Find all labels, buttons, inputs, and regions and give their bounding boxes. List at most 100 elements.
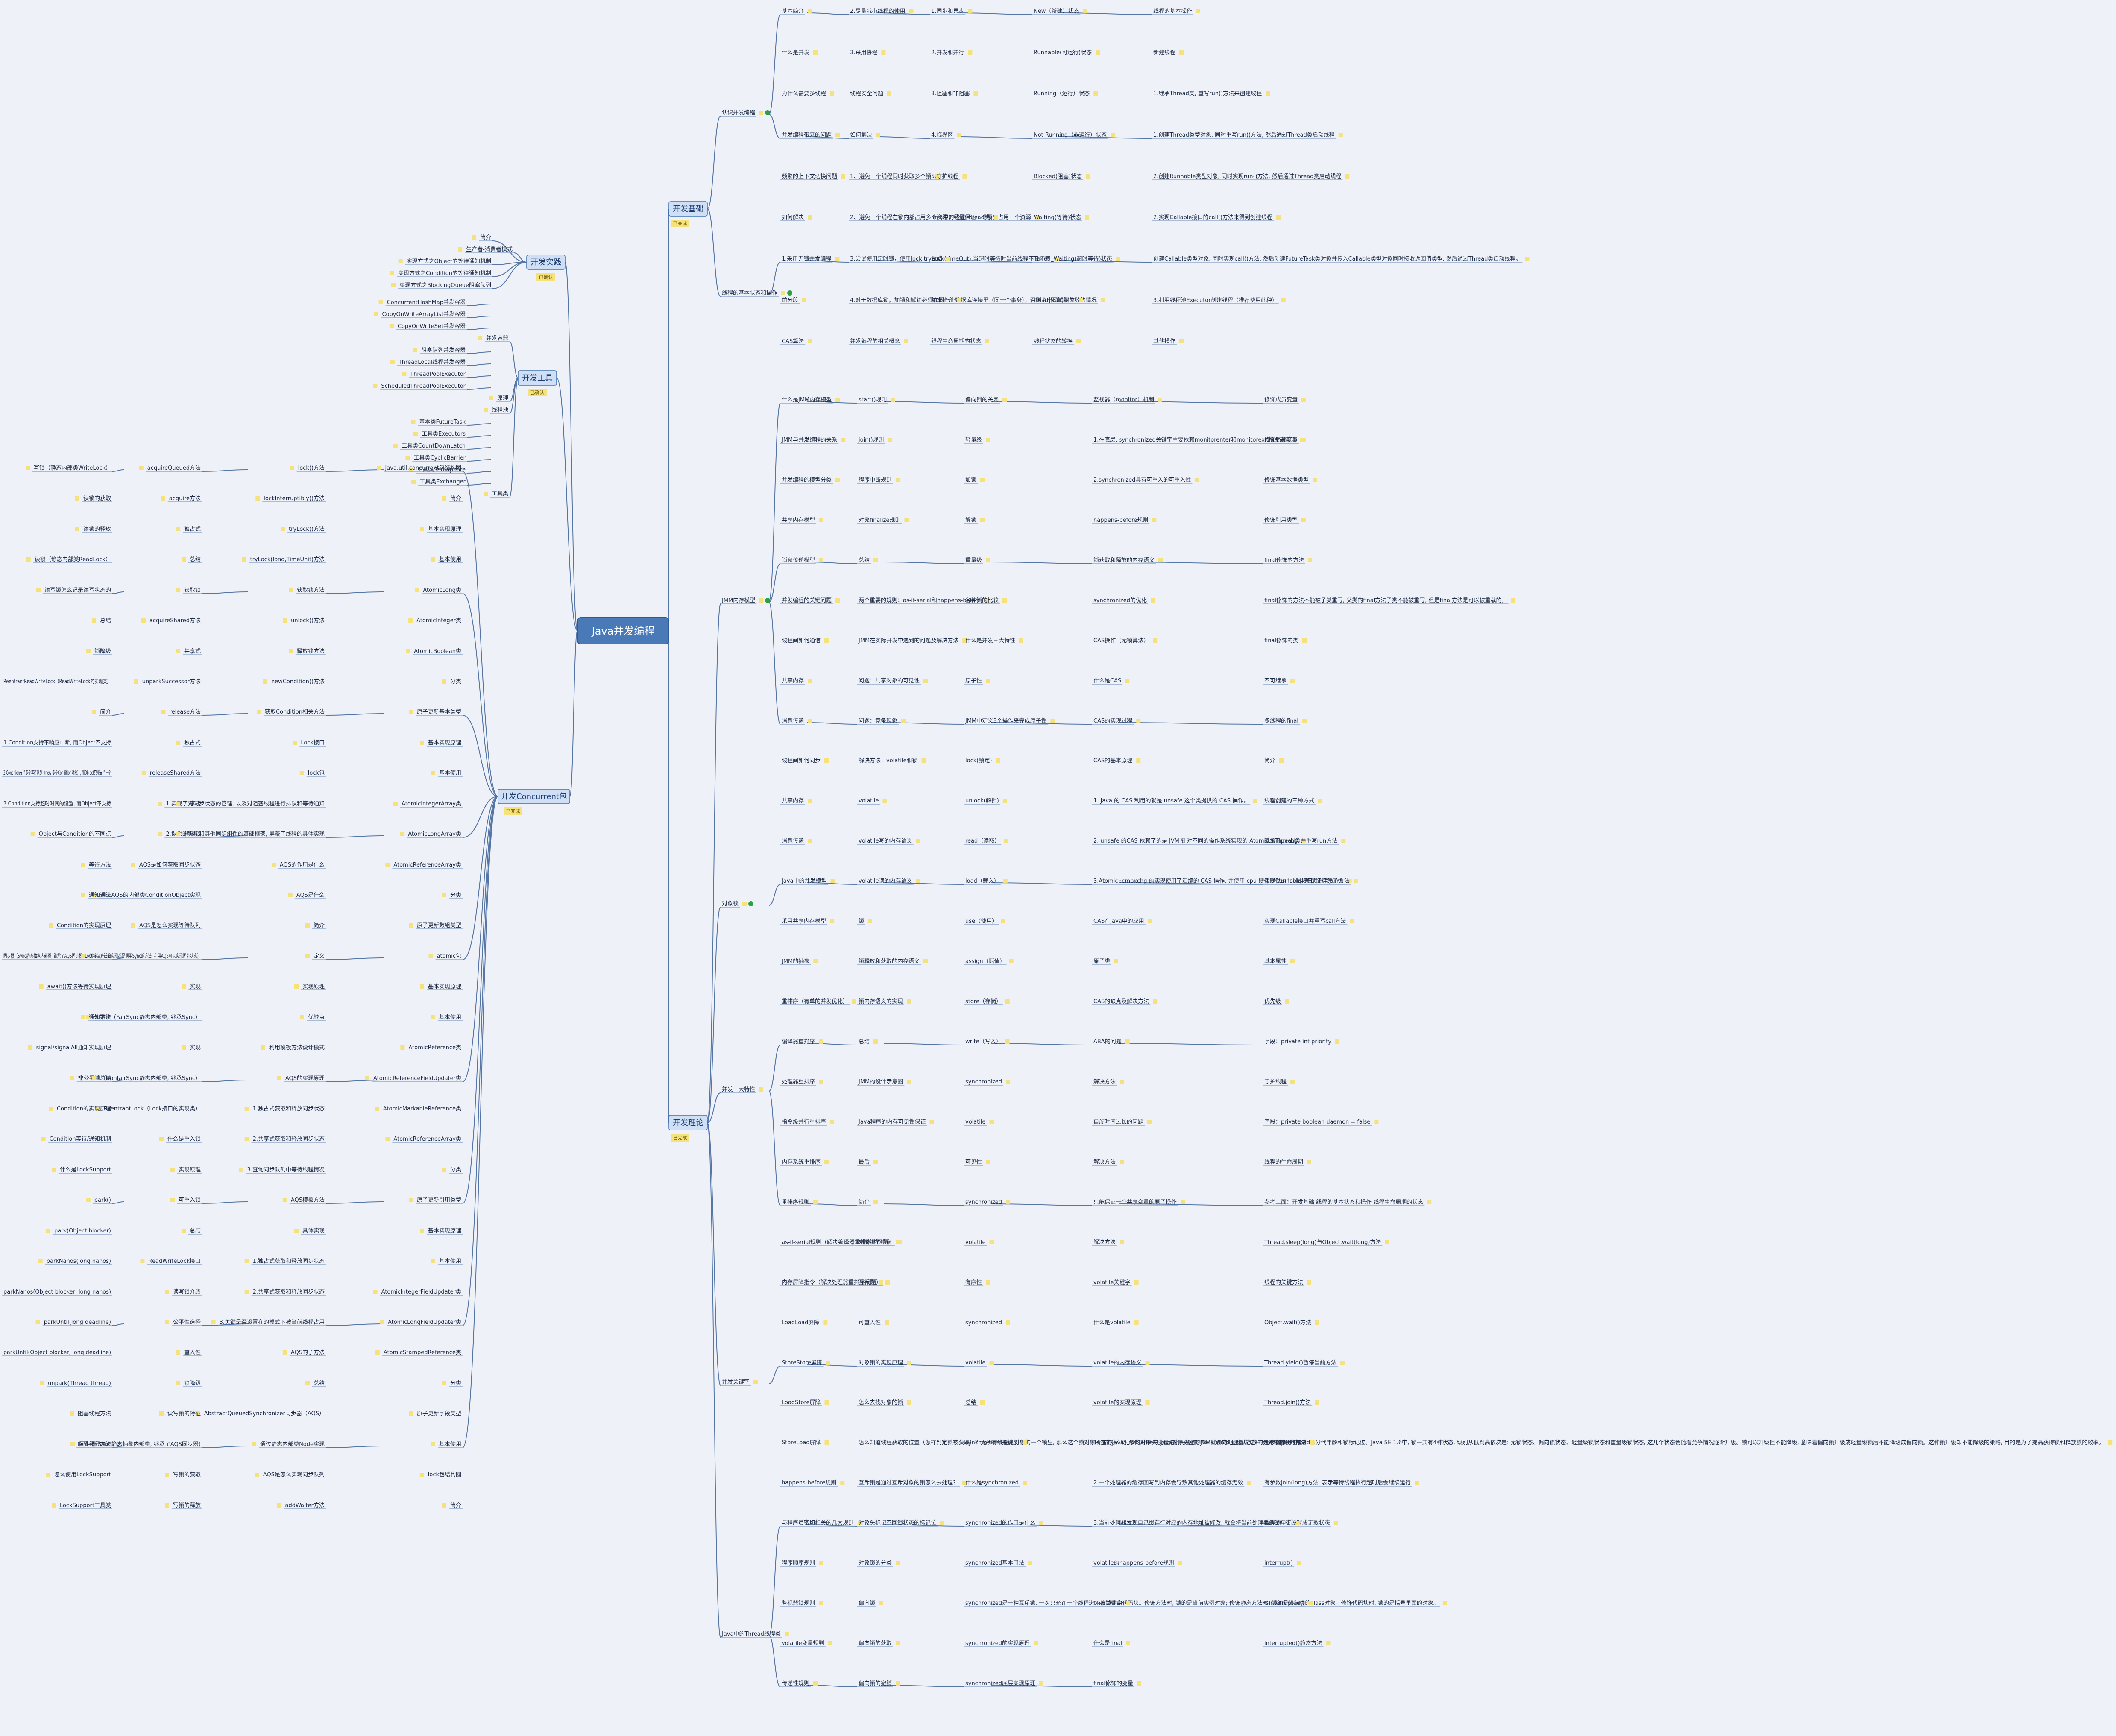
topic-node[interactable]: 加锁: [964, 477, 985, 484]
topic-node[interactable]: 共享式: [176, 800, 202, 808]
topic-node[interactable]: 对象锁的实现原理: [857, 1359, 911, 1367]
topic-node[interactable]: JMM内存模型: [721, 597, 771, 604]
topic-node[interactable]: JMM的抽象: [780, 958, 818, 965]
topic-node[interactable]: Java中的并发模型: [780, 878, 835, 885]
topic-node[interactable]: park(): [86, 1197, 112, 1204]
topic-node[interactable]: 实现方式之BlockingQueue阻塞队列: [391, 282, 492, 289]
topic-node[interactable]: signal/signalAll通知实现原理: [28, 1044, 112, 1051]
topic-node[interactable]: atomic包: [428, 953, 463, 960]
topic-node[interactable]: 怎么知道线程获取的位置（怎样判定锁被获取）？无所有线程从对象的一个锁里, 那么这…: [857, 1439, 2113, 1446]
topic-node[interactable]: 如何解决: [780, 214, 812, 221]
topic-node[interactable]: 参考上面：开发基础 线程的基本状态和操作 线程生命周期的状态: [1263, 1199, 1432, 1206]
topic-node[interactable]: 什么是LockSupport: [51, 1167, 112, 1174]
topic-node[interactable]: 对象finalize规则: [857, 517, 909, 524]
topic-node[interactable]: 程序顺序规则: [780, 1560, 824, 1567]
topic-node[interactable]: 基本实现原理: [419, 526, 463, 533]
topic-node[interactable]: AtomicReference类: [400, 1045, 463, 1051]
topic-node[interactable]: isInterrupted(): [1263, 1600, 1313, 1607]
topic-node[interactable]: 实现方式之Condition的等待通知机制: [390, 270, 492, 277]
topic-node[interactable]: Not Running（非运行）状态: [1032, 132, 1115, 139]
topic-node[interactable]: volatile的happens-before规则: [1092, 1560, 1182, 1567]
topic-node[interactable]: 什么是volatile: [1092, 1320, 1139, 1326]
topic-node[interactable]: 释放锁方法: [288, 648, 326, 655]
branch-concurrent[interactable]: 开发Concurrent包 已完成: [498, 789, 570, 815]
topic-node[interactable]: 认识并发编程: [721, 109, 771, 117]
topic-node[interactable]: 2.共享式获取和释放同步状态: [244, 1136, 326, 1143]
topic-node[interactable]: 原理: [489, 395, 510, 402]
topic-node[interactable]: 处理器重排序: [780, 1078, 824, 1086]
topic-node[interactable]: 重量级: [964, 557, 991, 564]
topic-node[interactable]: 修饰基本数据类型: [1263, 477, 1317, 484]
topic-node[interactable]: 消息传递: [780, 837, 812, 845]
topic-node[interactable]: 1.实现了对同步状态的管理, 以及对阻塞线程进行排队和等待通知: [158, 800, 326, 808]
topic-node[interactable]: ThreadLocal线程并发容器: [390, 359, 467, 366]
topic-node[interactable]: 读写锁介绍: [164, 1288, 202, 1296]
topic-node[interactable]: AQS是什么: [288, 892, 326, 899]
topic-node[interactable]: Condition的实现原理: [48, 922, 112, 929]
topic-node[interactable]: 总结: [181, 556, 202, 563]
topic-node[interactable]: 并发三大特性: [721, 1086, 764, 1093]
topic-node[interactable]: 共享内存: [780, 677, 812, 685]
topic-node[interactable]: 释放锁: [176, 831, 202, 838]
topic-node[interactable]: StoreStore屏障: [780, 1360, 830, 1367]
topic-node[interactable]: synchronized: [964, 1079, 1011, 1086]
topic-node[interactable]: 问题：竞争现象: [857, 717, 906, 725]
topic-node[interactable]: lock包: [299, 770, 326, 777]
topic-node[interactable]: 3.利用线程池Executor创建线程（推荐使用此种）: [1152, 297, 1286, 304]
topic-node[interactable]: 如何解决: [849, 132, 881, 139]
topic-node[interactable]: 消息传递: [780, 717, 812, 725]
topic-node[interactable]: 基本使用: [431, 1258, 463, 1265]
topic-node[interactable]: 对象锁: [721, 900, 754, 908]
topic-node[interactable]: 创建Callable类型对象, 同时实现call()方法, 然后创建Future…: [1152, 255, 1530, 263]
topic-node[interactable]: 2.提供的实现和其他同步组件的基础框架, 屏蔽了线程的具体实现: [158, 831, 326, 838]
topic-node[interactable]: 重排序（有单的并发优化）: [780, 998, 857, 1005]
topic-node[interactable]: AQS是如何获取同步状态: [131, 861, 202, 869]
topic-node[interactable]: ReentrantLock（Lock接口的实现类）: [95, 1105, 202, 1112]
topic-node[interactable]: 3.关键是否设置在的模式下被当前线程占用: [211, 1319, 326, 1326]
topic-node[interactable]: synchronized基本用法: [964, 1560, 1033, 1567]
topic-node[interactable]: 1.独占式获取和释放同步状态: [244, 1258, 326, 1265]
topic-node[interactable]: Condition等待/通知机制: [41, 1136, 112, 1143]
topic-node[interactable]: 2.一个处理器的缓存回写到内存会导致其他处理器的缓存无效: [1092, 1479, 1251, 1487]
topic-node[interactable]: JMM与并发编程的关系: [780, 436, 846, 444]
topic-node[interactable]: JMM中定义8个操作来完成原子性: [964, 717, 1055, 725]
topic-node[interactable]: AQS的作用是什么: [271, 861, 326, 869]
topic-node[interactable]: 分类: [442, 1380, 463, 1387]
topic-node[interactable]: 实现原理: [170, 1167, 202, 1174]
topic-node[interactable]: 基本简介: [780, 8, 812, 15]
topic-node[interactable]: LoadStore屏障: [780, 1399, 829, 1406]
topic-node[interactable]: AQS模板方法: [282, 1197, 326, 1204]
topic-node[interactable]: 并发编程的关键问题: [780, 597, 840, 604]
topic-node[interactable]: AQS是怎么实现同步队列: [255, 1472, 326, 1478]
topic-node[interactable]: 3.Condition支持超时时间的设置, 而Object不支持: [2, 800, 112, 808]
topic-node[interactable]: AtomicStampedReference类: [375, 1350, 463, 1356]
topic-node[interactable]: CAS的实现过程: [1092, 717, 1141, 725]
topic-node[interactable]: volatile: [964, 1239, 994, 1246]
topic-node[interactable]: volatile: [964, 1119, 994, 1126]
topic-node[interactable]: 自旋时间过长的问题: [1092, 1118, 1152, 1126]
topic-node[interactable]: AtomicLong类: [415, 587, 463, 594]
topic-node[interactable]: 解决方法: [1092, 1078, 1124, 1086]
topic-node[interactable]: 程序中断规则: [857, 477, 900, 484]
topic-node[interactable]: AtomicMarkableReference类: [375, 1106, 463, 1112]
topic-node[interactable]: 基本实现原理: [419, 984, 463, 990]
topic-node[interactable]: 5.守护线程: [930, 173, 967, 180]
topic-node[interactable]: 写锁的获取: [164, 1471, 202, 1478]
topic-node[interactable]: 3.阻塞和非阻塞: [930, 90, 978, 97]
topic-node[interactable]: Waiting(等待)状态: [1032, 214, 1089, 221]
topic-node[interactable]: 总结: [181, 1228, 202, 1235]
topic-node[interactable]: 互斥性: [857, 1279, 884, 1286]
topic-node[interactable]: 对象锁的特征: [857, 1239, 900, 1246]
topic-node[interactable]: 2.Condition支持多个等待队列（new 多个Condition对象）, …: [2, 770, 112, 777]
topic-node[interactable]: lock包结构图: [419, 1472, 463, 1478]
topic-node[interactable]: AtomicIntegerArray类: [393, 801, 463, 808]
topic-node[interactable]: JMM的设计示意图: [857, 1078, 911, 1086]
topic-node[interactable]: 简介: [442, 495, 463, 502]
topic-node[interactable]: 基本类FutureTask: [411, 419, 467, 426]
topic-node[interactable]: 线程生命周期的状态: [930, 338, 990, 345]
topic-node[interactable]: interrupted()静态方法: [1263, 1640, 1331, 1647]
topic-node[interactable]: CAS在Java中的应用: [1092, 918, 1152, 925]
topic-node[interactable]: load（载入）: [964, 878, 1008, 885]
topic-node[interactable]: 分类: [442, 892, 463, 899]
topic-node[interactable]: 可重入锁: [170, 1197, 202, 1204]
